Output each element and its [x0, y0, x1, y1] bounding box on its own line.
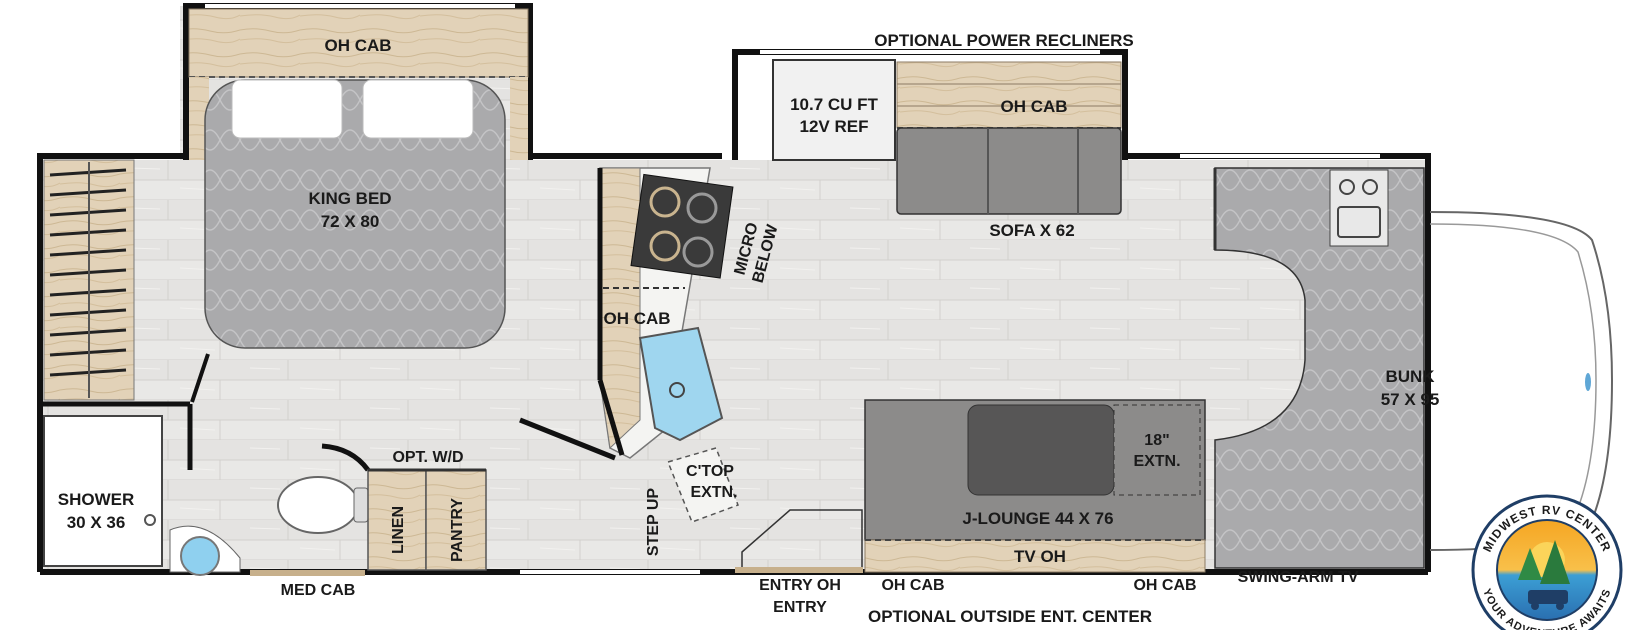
pantry-label: PANTRY — [449, 498, 466, 562]
bunk-size: 57 X 95 — [1381, 390, 1440, 409]
refrigerator[interactable] — [772, 59, 896, 161]
refrigerator-line2: 12V REF — [800, 117, 869, 136]
bathroom: SHOWER 30 X 36 MED CAB OPT. W/D LINEN PA… — [43, 415, 487, 599]
countertop-extension-line1: C'TOP — [686, 463, 734, 480]
bath-sink-icon — [180, 536, 220, 576]
oh-cab-left-label: OH CAB — [881, 577, 944, 594]
king-bed[interactable] — [204, 79, 506, 349]
refrigerator-line1: 10.7 CU FT — [790, 95, 878, 114]
bunk-name: BUNK — [1385, 367, 1435, 386]
lounge-extension[interactable] — [1113, 404, 1201, 496]
j-lounge-label: J-LOUNGE 44 X 76 — [962, 509, 1113, 528]
shower-drain-icon — [144, 514, 156, 526]
midwest-rv-center-logo[interactable]: MIDWEST RV CENTER YOUR ADVENTURE AWAITS — [1471, 494, 1623, 630]
step-up-label: STEP UP — [645, 488, 662, 557]
kitchen: OH CAB MICRO BELOW C'TOP EXTN. STEP UP 1… — [519, 59, 896, 557]
pillow-right — [362, 79, 474, 139]
entry-door[interactable] — [735, 567, 863, 573]
sofa-oh-cab-label: OH CAB — [1000, 97, 1067, 116]
linen-label: LINEN — [390, 506, 407, 554]
king-bed-name: KING BED — [308, 189, 391, 208]
sofa-overhead-cabinet — [896, 61, 1122, 129]
med-cab — [250, 570, 365, 576]
outside-ent-center-label: OPTIONAL OUTSIDE ENT. CENTER — [868, 607, 1152, 626]
sofa-label: SOFA X 62 — [989, 221, 1074, 240]
bedroom-oh-cab-label: OH CAB — [324, 36, 391, 55]
tv-oh-cabinet — [864, 539, 1206, 573]
countertop-extension-line2: EXTN. — [690, 484, 737, 501]
shower[interactable] — [43, 415, 163, 567]
shower-name: SHOWER — [58, 490, 135, 509]
washer-dryer-label: OPT. W/D — [392, 449, 463, 466]
sofa[interactable] — [896, 127, 1122, 215]
toilet-icon[interactable] — [277, 476, 359, 534]
shower-size: 30 X 36 — [67, 513, 126, 532]
pillow-left — [231, 79, 343, 139]
kitchen-oh-cab-label: OH CAB — [603, 309, 670, 328]
king-bed-size: 72 X 80 — [321, 212, 380, 231]
lounge-extension-line2: EXTN. — [1133, 453, 1180, 470]
cab-area: BUNK 57 X 95 SWING-ARM TV — [1213, 167, 1614, 586]
living-area: OPTIONAL POWER RECLINERS OH CAB SOFA X 6… — [735, 31, 1206, 626]
countertop-extension[interactable] — [666, 447, 739, 523]
dinette-table[interactable] — [967, 404, 1115, 496]
cab-over-bunk[interactable] — [1214, 167, 1425, 569]
med-cab-label: MED CAB — [281, 582, 356, 599]
cooktop-icon — [630, 173, 734, 279]
entry-label: ENTRY — [773, 599, 827, 616]
oh-cab-right-label: OH CAB — [1133, 577, 1196, 594]
linen-cabinet[interactable] — [367, 469, 427, 571]
lounge-extension-line1: 18" — [1144, 432, 1169, 449]
pantry-cabinet[interactable] — [425, 469, 487, 571]
tv-oh-label: TV OH — [1014, 547, 1066, 566]
bedroom: OH CAB KING BED 72 X 80 — [40, 8, 529, 470]
bedroom-overhead-cabinet — [188, 8, 529, 78]
power-recliners-note: OPTIONAL POWER RECLINERS — [874, 31, 1133, 50]
swing-arm-tv-label: SWING-ARM TV — [1238, 569, 1359, 586]
entry-oh-label: ENTRY OH — [759, 577, 841, 594]
windows — [205, 4, 1380, 574]
